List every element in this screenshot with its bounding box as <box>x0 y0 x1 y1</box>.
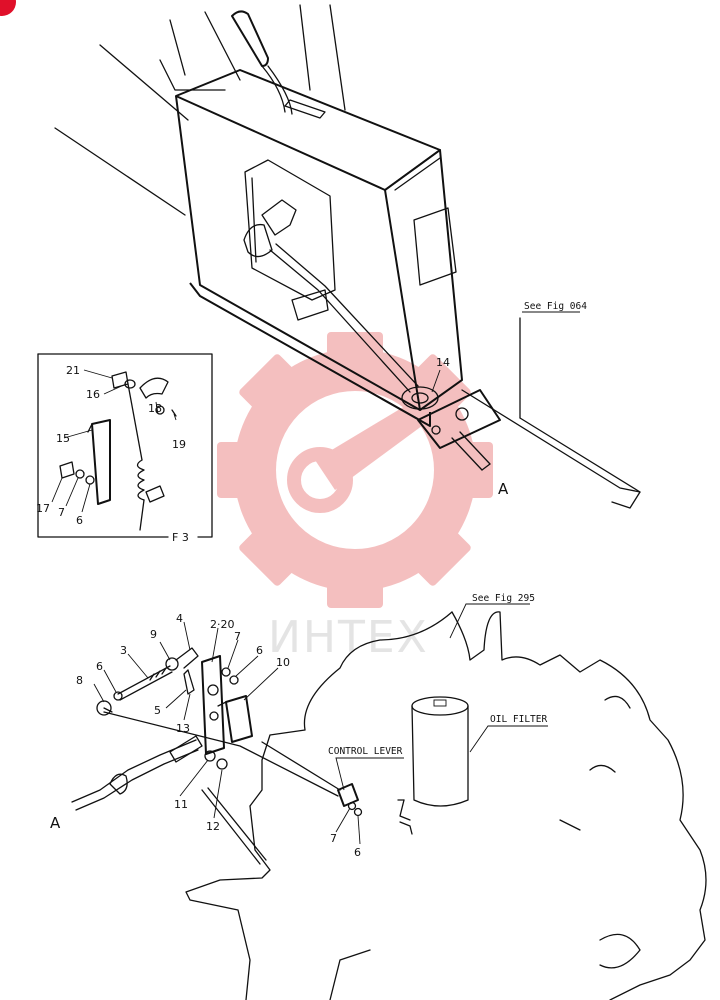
inset-callout-21: 21 <box>66 364 80 377</box>
control-lever-label: CONTROL LEVER <box>328 746 403 757</box>
callout-7-upper: 7 <box>234 630 241 643</box>
callout-a-lower: A <box>50 814 61 832</box>
callout-6-right: 6 <box>256 644 263 657</box>
callout-14: 14 <box>436 356 450 369</box>
callout-13: 13 <box>176 722 190 735</box>
inset-callout-7: 7 <box>58 506 65 519</box>
callout-4: 4 <box>176 612 183 625</box>
callout-12: 12 <box>206 820 220 833</box>
reference-fig-295: See Fig 295 <box>472 593 535 604</box>
oil-filter-label: OIL FILTER <box>490 714 547 725</box>
engine-outline <box>185 611 707 1000</box>
upper-assembly <box>54 4 641 509</box>
inset-label: F 3 <box>172 531 189 544</box>
callout-8: 8 <box>76 674 83 687</box>
inset-callout-16: 16 <box>86 388 100 401</box>
inset-callout-18: 18 <box>148 402 162 415</box>
callout-3: 3 <box>120 644 127 657</box>
inset-f3 <box>37 353 213 538</box>
corner-badge <box>0 0 16 16</box>
inset-callout-15: 15 <box>56 432 70 445</box>
callout-2-20: 2·20 <box>210 618 235 631</box>
control-lever <box>337 783 363 817</box>
callout-10: 10 <box>276 656 290 669</box>
oil-filter <box>397 696 469 835</box>
watermark-logo: ИНТЕХ <box>217 332 493 663</box>
reference-fig-064: See Fig 064 <box>524 301 587 312</box>
callout-9: 9 <box>150 628 157 641</box>
callout-5: 5 <box>154 704 161 717</box>
inset-callout-19: 19 <box>172 438 186 451</box>
lower-linkage <box>71 621 361 865</box>
callout-11: 11 <box>174 798 188 811</box>
inset-callout-17: 17 <box>36 502 50 515</box>
callout-6-left: 6 <box>96 660 103 673</box>
callout-6-lower: 6 <box>354 846 361 859</box>
callout-a-upper: A <box>498 480 509 498</box>
inset-callout-6: 6 <box>76 514 83 527</box>
callout-7-lower: 7 <box>330 832 337 845</box>
